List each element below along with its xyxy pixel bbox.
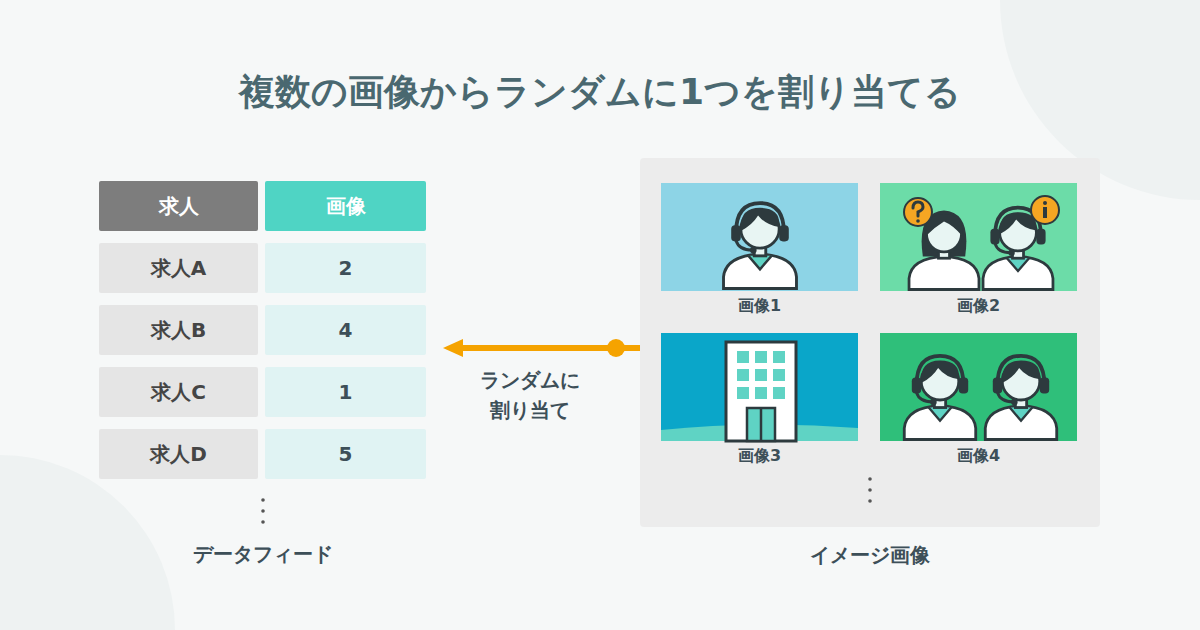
cell-text: 求人C	[151, 379, 206, 406]
cell-text: 求人B	[151, 317, 206, 344]
group-heading: データフィード	[90, 540, 435, 568]
image-caption: 画像4	[880, 446, 1077, 467]
group-heading: イメージ画像	[640, 541, 1100, 569]
cell-text: 画像	[326, 193, 366, 220]
table-cell: 4	[265, 305, 426, 355]
image-tile: 画像1	[661, 183, 858, 323]
table-cell: 求人	[99, 181, 258, 231]
image-caption: 画像3	[661, 446, 858, 467]
table-cell: 5	[265, 429, 426, 479]
image-caption: 画像2	[880, 296, 1077, 317]
image-caption: 画像1	[661, 296, 858, 317]
table-cell: 求人A	[99, 243, 258, 293]
table-cell: 求人B	[99, 305, 258, 355]
table-cell: 求人D	[99, 429, 258, 479]
cell-text: 2	[339, 256, 353, 280]
cell-text: 求人D	[150, 441, 207, 468]
image-tile: 画像4	[880, 333, 1077, 473]
image-panel: イメージ画像 画像1 画像2 画像3 画像4	[640, 158, 1100, 578]
table-cell: 1	[265, 367, 426, 417]
cell-text: 5	[339, 442, 353, 466]
table-cell: 求人C	[99, 367, 258, 417]
cell-text: 4	[339, 318, 353, 342]
cell-text: 求人A	[151, 255, 206, 282]
data-feed-table: データフィード 求人 画像求人A 2 求人B 4 求人C 1 求人D 5	[90, 175, 435, 580]
image-tile: 画像2	[880, 183, 1077, 323]
cell-text: 1	[339, 380, 353, 404]
edge-label: ランダムに 割り当て	[475, 365, 585, 425]
table-cell: 画像	[265, 181, 426, 231]
arrow-tail	[616, 345, 640, 351]
diagram-title: 複数の画像からランダムに1つを割り当てる	[0, 68, 1200, 117]
cell-text: 求人	[159, 193, 199, 220]
table-cell: 2	[265, 243, 426, 293]
image-tile: 画像3	[661, 333, 858, 473]
